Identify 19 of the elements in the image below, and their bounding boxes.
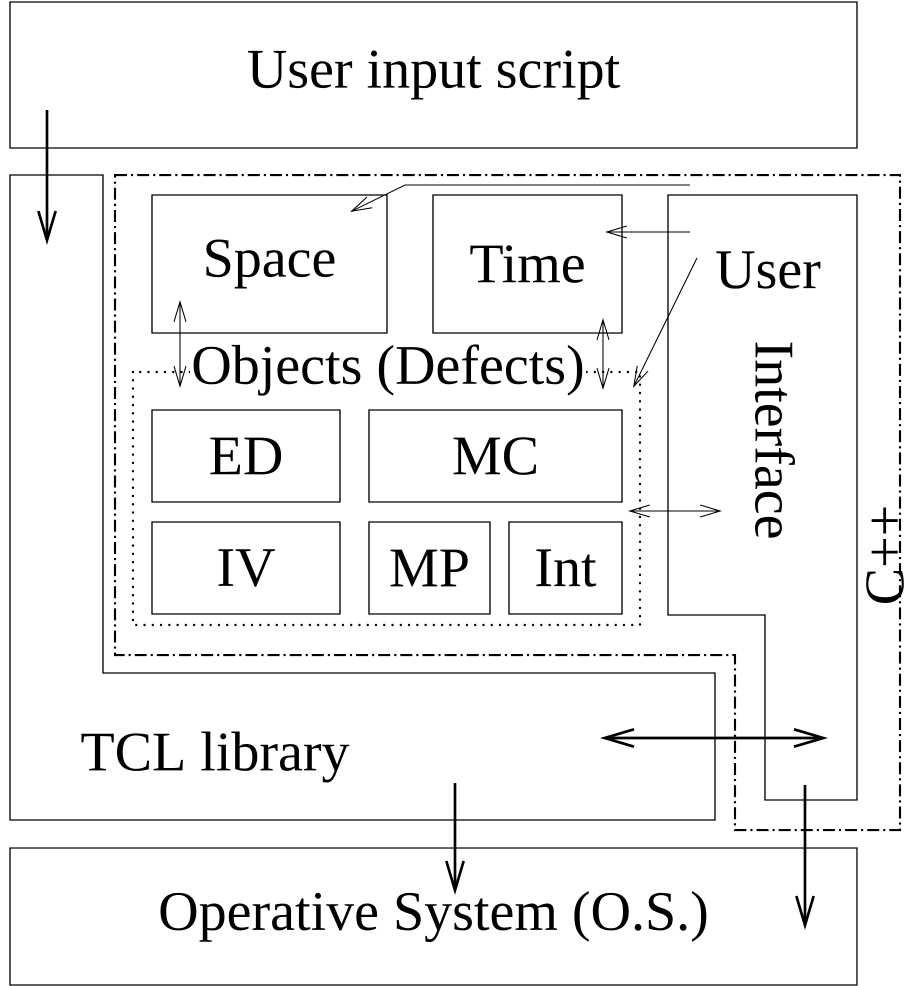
interface-block: User Interface — [667, 194, 858, 801]
module-box: ED — [151, 409, 341, 503]
arrow — [628, 504, 722, 518]
module-box: Time — [432, 194, 623, 334]
arrow — [605, 226, 690, 239]
module-box: IV — [151, 521, 341, 615]
input-box: User input script — [9, 1, 858, 149]
arrow — [795, 785, 815, 930]
arrow — [596, 318, 610, 390]
arrow — [37, 110, 57, 245]
arrow — [600, 728, 828, 748]
module-box: Space — [151, 194, 388, 334]
system-box: Operative System (O.S.) — [9, 847, 858, 986]
module-box: MP — [368, 521, 491, 615]
arrow — [633, 258, 698, 388]
arrow — [445, 783, 465, 895]
module-box: MC — [368, 409, 623, 503]
module-box: Int — [508, 521, 623, 615]
arrow — [174, 300, 186, 388]
